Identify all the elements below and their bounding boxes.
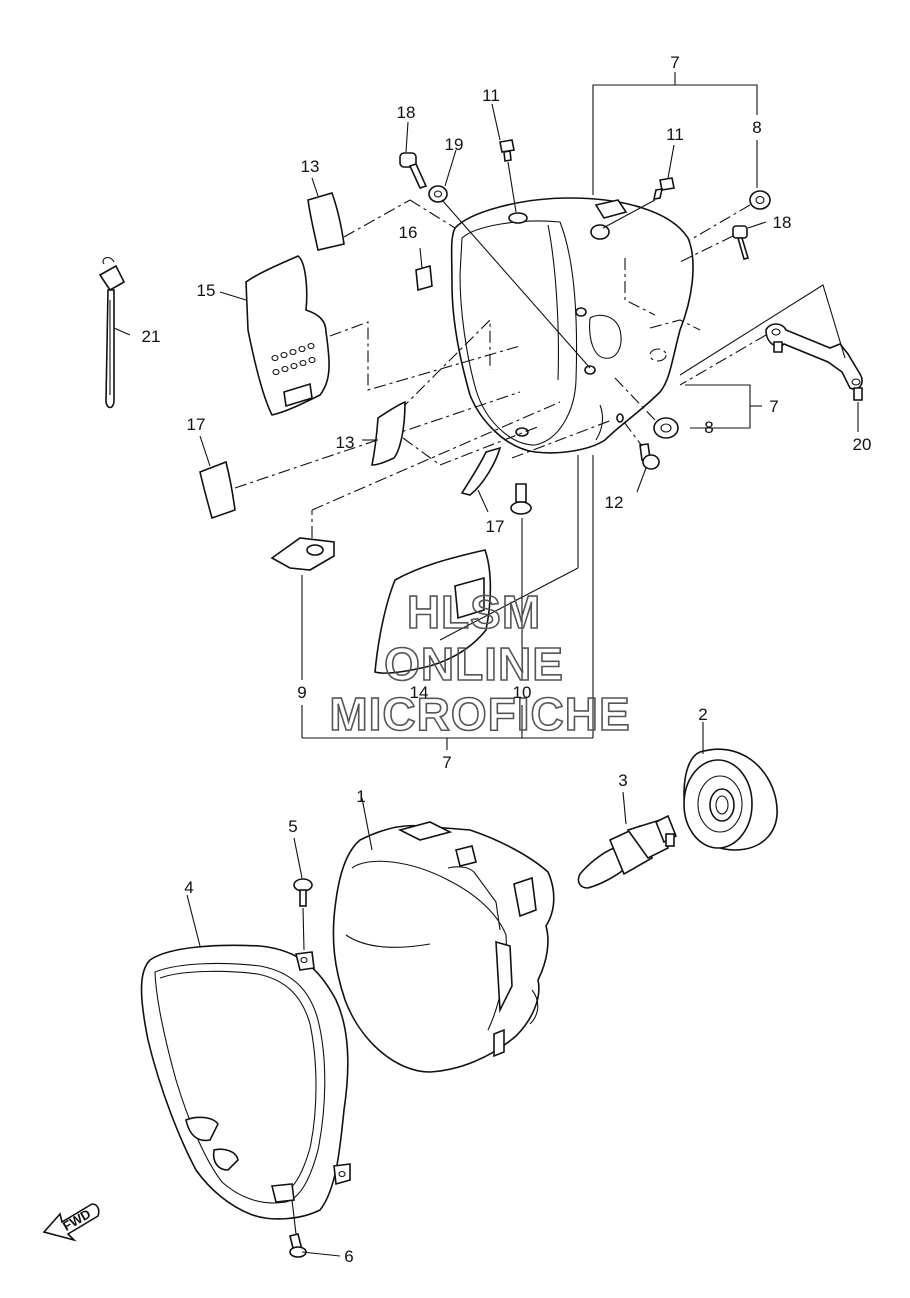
part-17-decal-mid [460,446,502,513]
part-13-decal-top [307,192,456,251]
callout-8-top: 8 [752,118,761,137]
callout-labels: 7 8 11 11 18 19 18 13 16 15 21 17 13 17 … [142,53,872,1266]
part-20-stay [679,284,863,401]
part-21-cable-tie [98,256,126,409]
callout-2: 2 [698,705,707,724]
part-18-bolt-right [679,225,750,263]
watermark: HLSM ONLINE MICROFICHE [329,585,631,741]
part-1-headlight-unit [332,821,555,1073]
callout-11-left: 11 [482,86,500,105]
part-8-grommet-top [689,190,771,241]
callout-21: 21 [142,327,161,346]
bracket-7-bottom [301,455,594,750]
part-12-screw [616,413,660,470]
panel-holes [271,342,316,376]
callout-3: 3 [618,771,627,790]
callout-18-right: 18 [773,213,792,232]
part-15-inner-panel [245,255,521,416]
callout-18-left: 18 [397,103,416,122]
part-4-headlight-rim [140,944,351,1220]
callout-7-top: 7 [670,53,679,72]
part-18-bolt-left [399,152,428,189]
watermark-line-3: MICROFICHE [329,688,630,740]
callout-6: 6 [344,1247,353,1266]
callout-1: 1 [356,787,365,806]
part-9-bracket [270,401,561,571]
callout-5: 5 [288,817,297,836]
callout-10: 10 [513,683,532,702]
part-8-grommet-right [614,377,679,439]
callout-20: 20 [853,435,872,454]
callout-13-top: 13 [301,157,320,176]
part-3-bulb [577,814,678,889]
callout-14: 14 [410,683,429,702]
part-11-screws [499,139,675,229]
part-10-bolt [510,419,613,515]
callout-15: 15 [197,281,216,300]
bracket-7-right [685,384,762,429]
callout-13-mid: 13 [336,433,355,452]
part-5-screw [293,878,313,951]
bracket-7-top [592,72,758,195]
callout-12: 12 [605,493,624,512]
part-2-socket-cover [683,748,778,851]
callout-7-bottom: 7 [442,753,451,772]
callout-19: 19 [445,135,464,154]
part-14-inner-cover [374,549,492,674]
callout-7-right: 7 [769,397,778,416]
callout-9: 9 [297,683,306,702]
part-13-decal-mid [371,400,541,466]
callout-17-left: 17 [187,415,206,434]
watermark-line-2: ONLINE [384,638,564,690]
callout-16: 16 [399,223,418,242]
part-19-washer [428,185,591,369]
callout-4: 4 [184,878,193,897]
part-17-decal-left [199,391,521,520]
headlight-housing [450,197,701,454]
watermark-line-1: HLSM [407,586,541,638]
fwd-arrow: FWD [42,1203,100,1242]
callout-11-right: 11 [666,125,684,144]
part-16-plate [415,264,433,292]
callout-8-right: 8 [704,418,713,437]
callout-leaders [113,103,859,1257]
part-6-screw [289,1199,307,1258]
callout-17-mid: 17 [486,517,505,536]
